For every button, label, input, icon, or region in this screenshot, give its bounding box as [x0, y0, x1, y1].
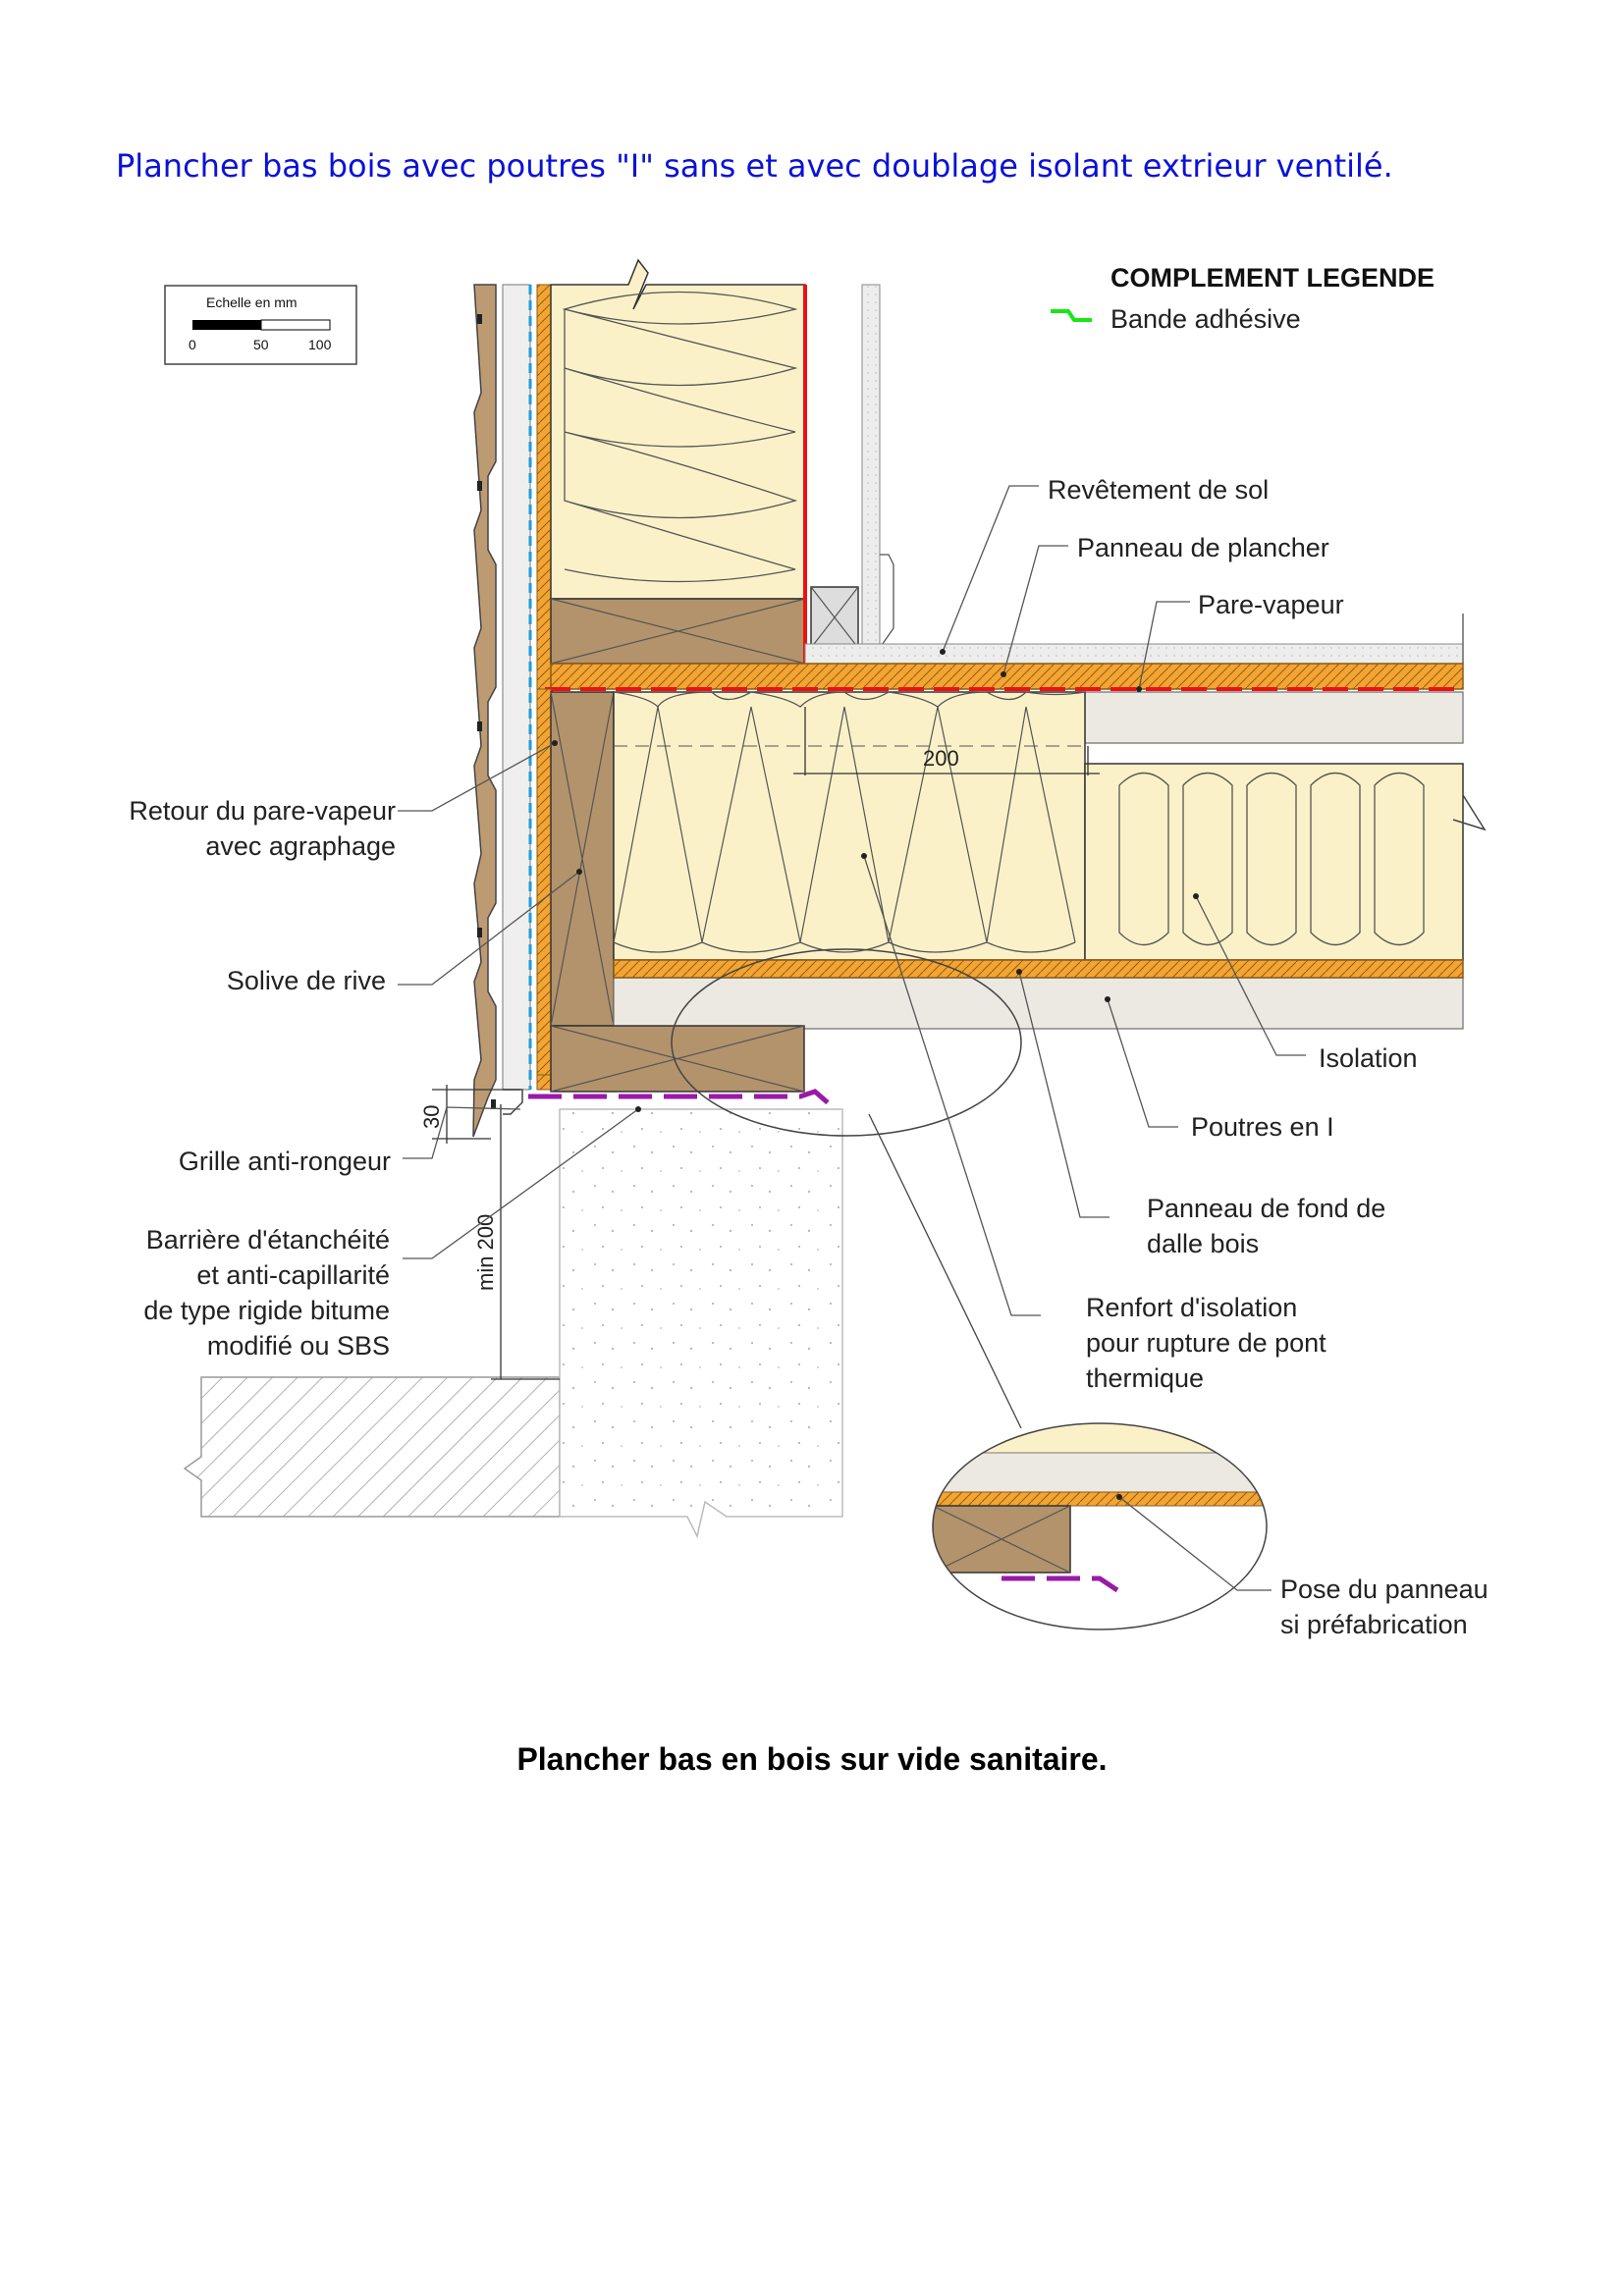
scale-tick-50: 50: [253, 337, 269, 352]
label-barriere-line2: et anti-capillarité: [196, 1260, 390, 1290]
scale-label: Echelle en mm: [206, 294, 298, 310]
label-barriere-line3: de type rigide bitume: [143, 1296, 390, 1325]
dimensions: 200 30 min 200: [419, 707, 1100, 1380]
label-retour-line1: Retour du pare-vapeur: [129, 796, 396, 826]
scale-tick-0: 0: [189, 337, 196, 352]
legend-heading: COMPLEMENT LEGENDE: [1110, 263, 1435, 293]
label-fond-line1: Panneau de fond de: [1147, 1194, 1385, 1223]
sill-plate: [550, 1025, 805, 1093]
legend-item: Bande adhésive: [1110, 304, 1301, 334]
ground-fill: [183, 1376, 561, 1518]
dimension-min-height: min 200: [473, 1214, 498, 1291]
label-pose-line1: Pose du panneau: [1280, 1575, 1489, 1604]
i-joist-flanges: [613, 691, 1464, 1030]
label-fond-line2: dalle bois: [1147, 1229, 1259, 1258]
label-revetement: Revêtement de sol: [1048, 475, 1269, 505]
label-grille: Grille anti-rongeur: [179, 1147, 391, 1176]
label-panneau-plancher: Panneau de plancher: [1077, 533, 1329, 562]
labels: Revêtement de sol Panneau de plancher Pa…: [129, 475, 1488, 1639]
label-solive: Solive de rive: [227, 966, 386, 995]
label-renfort-line3: thermique: [1086, 1363, 1204, 1393]
ventilated-cavity: [502, 284, 532, 1091]
label-barriere-line1: Barrière d'étanchéité: [146, 1225, 390, 1255]
detail-bubble: [868, 1113, 1268, 1630]
label-renfort-line2: pour rupture de pont: [1086, 1328, 1326, 1358]
page-title: Plancher bas bois avec poutres "I" sans …: [116, 147, 1393, 185]
label-renfort-line1: Renfort d'isolation: [1086, 1293, 1297, 1322]
leader-dots: [552, 649, 1199, 1500]
figure-caption: Plancher bas en bois sur vide sanitaire.: [516, 1741, 1108, 1777]
label-poutres: Poutres en I: [1191, 1112, 1334, 1142]
detail-marker-circle: [671, 948, 1022, 1137]
floor-insulation: [613, 691, 1487, 961]
scale-tick-100: 100: [308, 337, 332, 352]
exterior-cladding: [472, 284, 497, 1138]
upper-wall: [536, 258, 895, 1091]
dimension-spacing: 200: [923, 746, 959, 771]
label-retour-line2: avec agraphage: [205, 831, 396, 861]
dimension-gap: 30: [419, 1105, 444, 1129]
leader-lines: [398, 485, 1306, 1591]
scale-bar: Echelle en mm 0 50 100: [164, 285, 357, 365]
label-pose-line2: si préfabrication: [1280, 1610, 1468, 1639]
legend: COMPLEMENT LEGENDE Bande adhésive: [1051, 263, 1435, 334]
rim-joist: [536, 688, 615, 1076]
label-barriere-line4: modifié ou SBS: [207, 1331, 390, 1361]
adhesive-tape-icon: [1051, 309, 1092, 322]
concrete-foundation: [559, 1108, 843, 1539]
base-panel: [613, 959, 1464, 979]
floor-covering: [804, 614, 1464, 665]
label-pare-vapeur: Pare-vapeur: [1198, 590, 1344, 619]
label-isolation: Isolation: [1319, 1043, 1418, 1073]
